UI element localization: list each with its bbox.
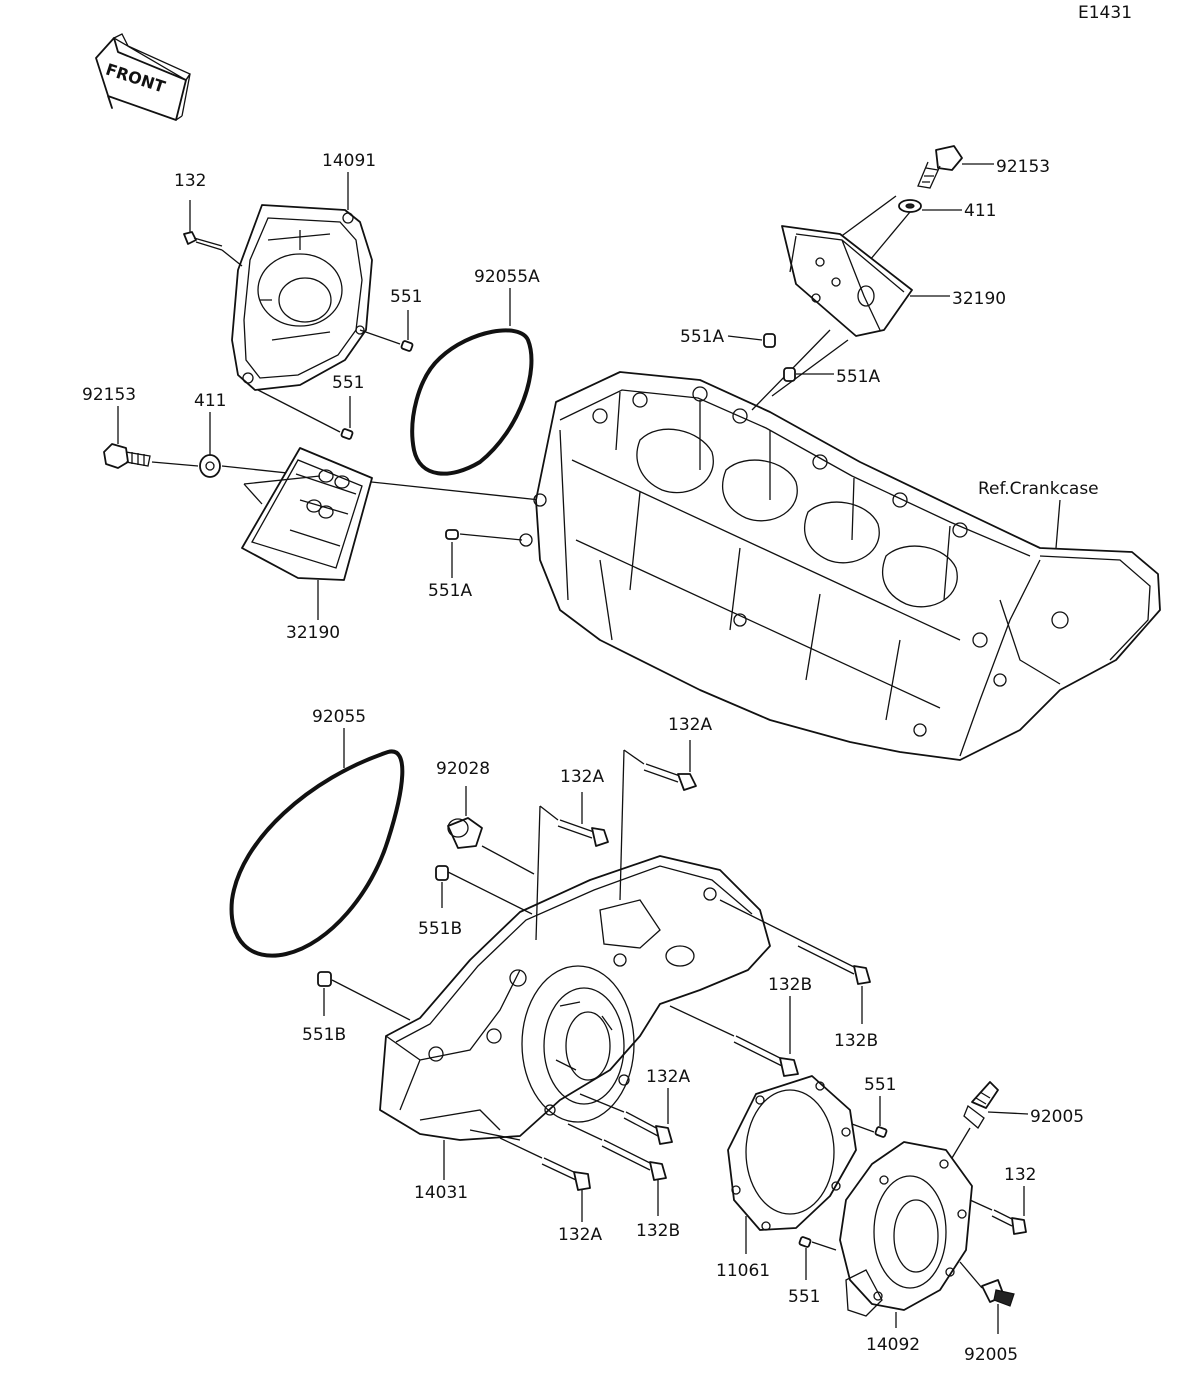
bolt-132B-3: [567, 1123, 667, 1216]
seal-92028: [447, 786, 535, 875]
callout-14092: 14092: [866, 1335, 920, 1355]
callout-132B-3: 132B: [636, 1221, 680, 1241]
callout-32190-top: 32190: [952, 289, 1006, 309]
dowel-551-c: [851, 1096, 888, 1138]
bolt-132A-3: [579, 1088, 673, 1145]
bolt-92153-left: [103, 406, 199, 469]
callout-551-b: 551: [332, 373, 364, 393]
gasket-92055: [229, 728, 405, 958]
callout-551A-top1: 551A: [680, 327, 724, 347]
callout-92055: 92055: [312, 707, 366, 727]
callout-551-d: 551: [788, 1287, 820, 1307]
callout-132-top: 132: [174, 171, 206, 191]
callout-132B-1: 132B: [834, 1031, 878, 1051]
callout-92153-left: 92153: [82, 385, 136, 405]
bolt-92153-top: [917, 145, 994, 189]
callout-92005-top: 92005: [1030, 1107, 1084, 1127]
washer-411-left: [199, 412, 541, 501]
cover-14091: [231, 204, 373, 391]
ref-crankcase-label: Ref.Crankcase: [978, 479, 1099, 499]
callout-551B-1: 551B: [418, 919, 462, 939]
callout-92055A: 92055A: [474, 267, 540, 287]
bolt-132B-1: [719, 899, 871, 1024]
bolt-132A-2: [535, 792, 609, 941]
bolt-132A-4: [499, 1137, 591, 1222]
dowel-551-d: [798, 1236, 837, 1280]
diagram-id: E1431: [1078, 3, 1132, 23]
callout-14091: 14091: [322, 151, 376, 171]
callout-32190-left: 32190: [286, 623, 340, 643]
gasket-92055A: [410, 288, 534, 476]
callout-14031: 14031: [414, 1183, 468, 1203]
dowel-551B-1: [435, 865, 533, 915]
callout-11061: 11061: [716, 1261, 770, 1281]
crankcase-reference: [519, 371, 1161, 761]
dowel-551-a: [359, 310, 414, 352]
bolt-132B-2: [669, 996, 799, 1077]
callout-132-right: 132: [1004, 1165, 1036, 1185]
callout-551A-top2: 551A: [836, 367, 880, 387]
cover-14092: [839, 1141, 973, 1328]
callout-411-top: 411: [964, 201, 996, 221]
cover-14031: [379, 855, 771, 1180]
callout-132A-2: 132A: [560, 767, 604, 787]
bracket-32190-top: [751, 225, 950, 411]
bolt-132A-1: [619, 740, 697, 901]
callout-551-c: 551: [864, 1075, 896, 1095]
front-arrow-icon: FRONT: [95, 33, 191, 121]
callout-132A-4: 132A: [558, 1225, 602, 1245]
callout-411-left: 411: [194, 391, 226, 411]
dowel-551B-2: [317, 971, 411, 1021]
dowel-551A-top1: [727, 333, 776, 348]
callout-132B-2: 132B: [768, 975, 812, 995]
callout-92005-bottom: 92005: [964, 1345, 1018, 1365]
callout-92153-top: 92153: [996, 157, 1050, 177]
callout-92028: 92028: [436, 759, 490, 779]
callout-551A-left: 551A: [428, 581, 472, 601]
callout-132A-3: 132A: [646, 1067, 690, 1087]
bracket-32190-left: [241, 447, 373, 620]
dowel-551-b: [257, 389, 354, 440]
dowel-551A-top2: [783, 367, 834, 382]
gasket-11061: [727, 1075, 857, 1254]
bolt-132-top: [183, 200, 243, 267]
bolt-132-right: [969, 1186, 1027, 1235]
callout-551B-2: 551B: [302, 1025, 346, 1045]
fitting-92005-bottom: [959, 1261, 1015, 1334]
callout-551-a: 551: [390, 287, 422, 307]
fitting-92005-top: [951, 1081, 1029, 1159]
callout-132A-1: 132A: [668, 715, 712, 735]
dowel-551A-left: [445, 529, 523, 578]
